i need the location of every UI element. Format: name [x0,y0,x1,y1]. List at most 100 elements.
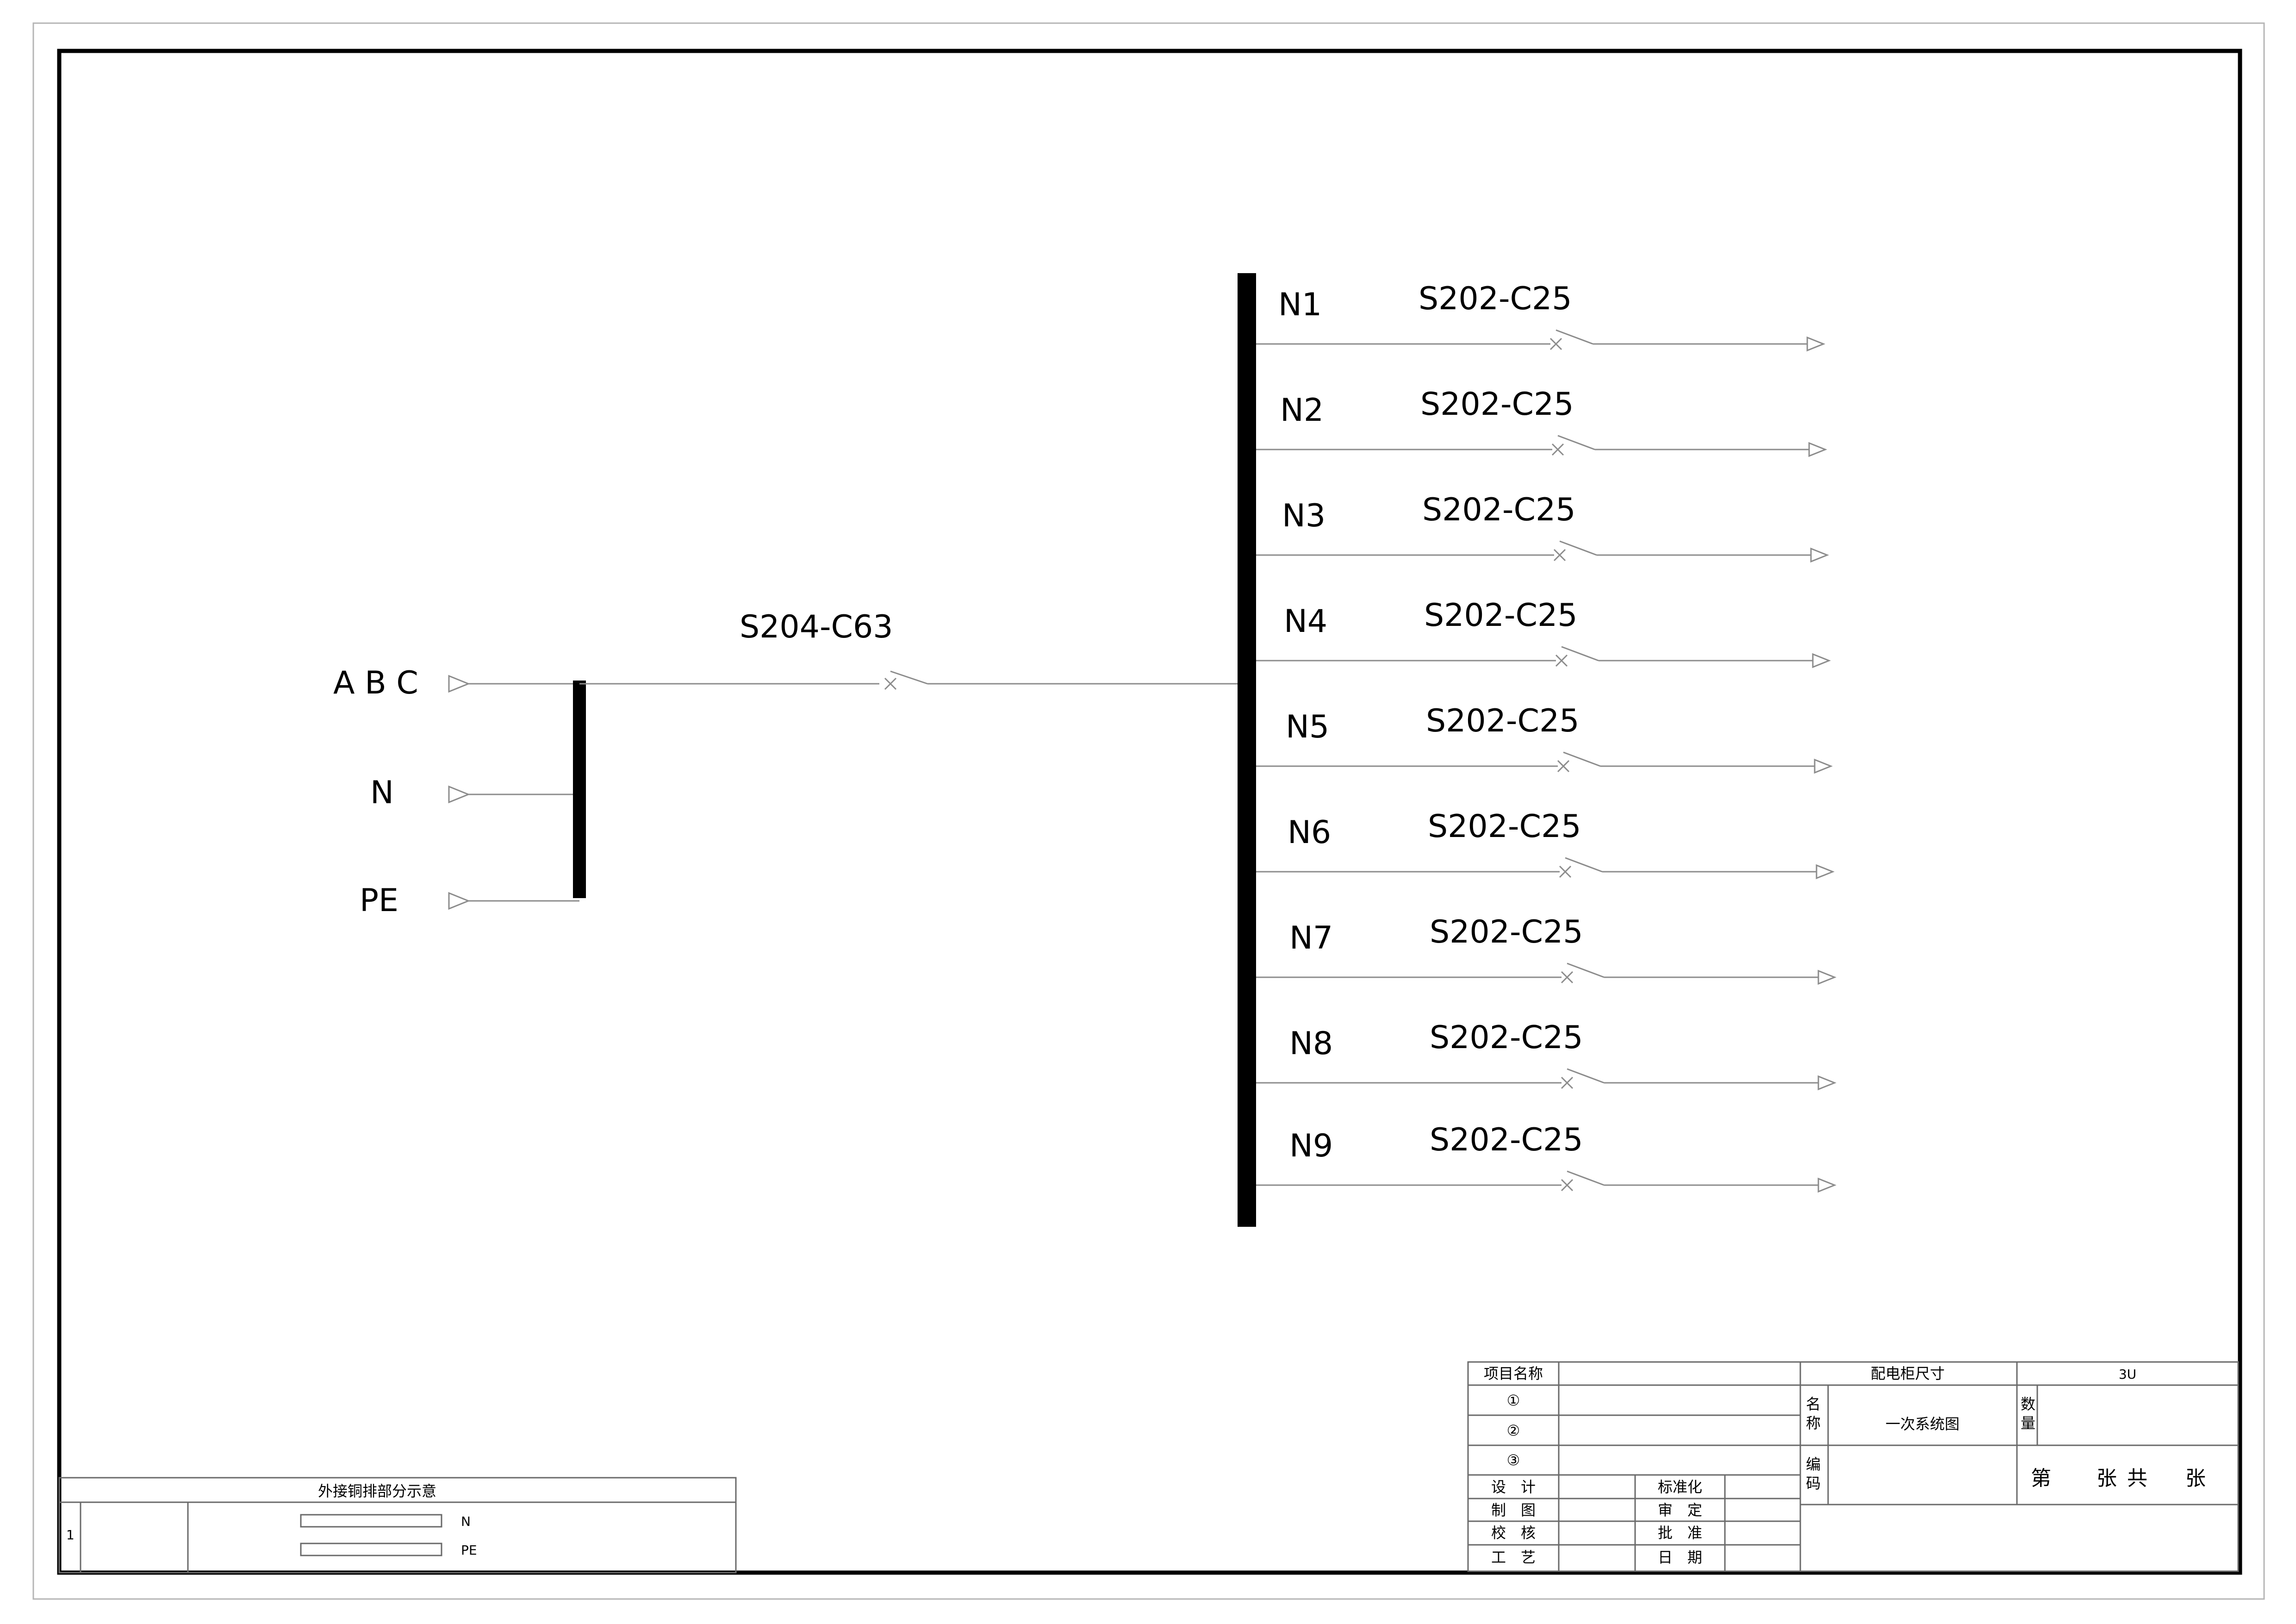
role-checking: 校 核 [1491,1524,1536,1542]
incoming-feeders: A B C N PE [333,665,579,919]
circuit-n2: N2 S202-C25 [1256,386,1828,457]
breaker-cross-b [1555,654,1568,667]
circuit-n7: N7 S202-C25 [1256,914,1837,985]
circuit-breaker-label: S202-C25 [1419,281,1572,317]
breaker-cross-b [1553,549,1566,562]
incoming-busbar [573,681,586,898]
circled-2: ② [1507,1422,1520,1439]
breaker-blade [1565,857,1603,873]
main-breaker-cross-b [884,677,897,690]
drawing-frame [57,49,2242,1575]
copper-table-frame [58,1477,737,1574]
circled-1: ① [1507,1392,1520,1409]
circuit-breaker-label: S202-C25 [1430,1122,1583,1158]
circuit-id: N5 [1286,709,1329,745]
role-review: 审 定 [1658,1501,1702,1519]
copper-bar-table: 外接铜排部分示意 1 N PE [58,1477,737,1574]
breaker-blade [1557,435,1595,450]
project-name-label: 项目名称 [1484,1365,1543,1382]
circuit-id: N8 [1289,1025,1333,1062]
title-block-frame [1467,1361,2239,1572]
breaker-blade [1567,962,1605,978]
circuit-id: N7 [1289,920,1333,956]
breaker-cross-b [1551,443,1564,456]
name-label-1: 名 [1806,1395,1821,1413]
role-date: 日 期 [1658,1549,1702,1566]
copper-table-title: 外接铜排部分示意 [318,1482,436,1500]
breaker-blade [1561,646,1599,662]
breaker-blade [1567,1068,1605,1084]
circuit-arrow [1808,442,1828,457]
code-label-1: 编 [1806,1455,1821,1473]
circuit-breaker-label: S202-C25 [1428,808,1581,845]
circuit-n8: N8 S202-C25 [1256,1019,1837,1091]
circuit-arrow [1806,336,1826,352]
role-drafting: 制 图 [1491,1501,1536,1519]
circuit-n5: N5 S202-C25 [1256,703,1833,774]
breaker-cross-b [1549,337,1562,350]
circuit-breaker-label: S202-C25 [1420,386,1574,423]
role-design: 设 计 [1491,1478,1536,1496]
cabinet-size-value: 3U [2119,1367,2136,1382]
circled-3: ③ [1507,1451,1520,1469]
circuit-arrow [1812,653,1831,668]
circuit-breaker-label: S202-C25 [1430,914,1583,950]
circuit-breaker-label: S202-C25 [1426,703,1580,739]
cabinet-size-label: 配电柜尺寸 [1871,1365,1945,1382]
copper-bar-pe [300,1543,442,1556]
title-block: 项目名称 配电柜尺寸 3U ① ② ③ 名 称 一次系统图 数 量 编 码 第 … [1467,1361,2239,1572]
circuit-id: N4 [1284,603,1327,640]
copper-table-row-no: 1 [66,1527,75,1543]
circuit-n9: N9 S202-C25 [1256,1122,1837,1193]
circuit-breaker-label: S202-C25 [1422,492,1576,528]
circuit-arrow [1816,864,1835,880]
sheet-zhang1: 张 [2097,1467,2117,1490]
copper-bar-pe-label: PE [461,1543,477,1558]
breaker-blade [1559,540,1597,556]
breaker-cross-b [1561,971,1574,984]
breaker-blade [1556,329,1593,345]
breaker-cross-b [1561,1179,1574,1192]
circuit-id: N6 [1288,814,1331,851]
outer-border [32,22,2265,1600]
breaker-cross-b [1557,760,1570,773]
circuit-arrow [1817,1075,1837,1091]
breaker-cross-b [1559,865,1572,878]
circuit-n6: N6 S202-C25 [1256,808,1835,880]
circuit-id: N9 [1289,1128,1333,1164]
copper-bar-n-label: N [461,1514,471,1529]
input-label-pe: PE [360,882,398,919]
circuit-id: N3 [1282,498,1325,534]
circuit-n3: N3 S202-C25 [1256,492,1829,563]
circuit-breaker-label: S202-C25 [1430,1019,1583,1056]
input-label-abc: A B C [333,665,418,701]
circuit-id: N2 [1280,392,1324,429]
main-breaker-blade [890,670,928,685]
main-breaker-label: S204-C63 [740,609,893,645]
distribution-busbar [1238,273,1256,1227]
copper-bar-n [300,1514,442,1528]
circuit-arrow [1814,758,1833,774]
circuit-arrow [1817,1177,1837,1193]
sheet-zhang2: 张 [2185,1467,2206,1490]
input-label-n: N [370,775,394,811]
sheet-gong: 共 [2127,1467,2147,1490]
circuit-arrow [1810,547,1829,563]
qty-label-1: 数 [2021,1395,2035,1413]
breaker-blade [1563,751,1601,767]
input-arrow-1 [448,785,470,804]
qty-label-2: 量 [2021,1414,2035,1432]
main-feed: S204-C63 [579,609,1245,690]
input-arrow-2 [448,892,470,910]
circuit-breaker-label: S202-C25 [1424,597,1578,634]
role-process: 工 艺 [1491,1549,1536,1566]
name-label-2: 称 [1806,1414,1821,1432]
circuit-n4: N4 S202-C25 [1256,597,1831,668]
input-arrow-0 [448,675,470,693]
role-approve: 批 准 [1658,1524,1702,1542]
role-standard: 标准化 [1658,1478,1702,1496]
sheet-di: 第 [2031,1467,2051,1490]
breaker-cross-b [1561,1076,1574,1089]
